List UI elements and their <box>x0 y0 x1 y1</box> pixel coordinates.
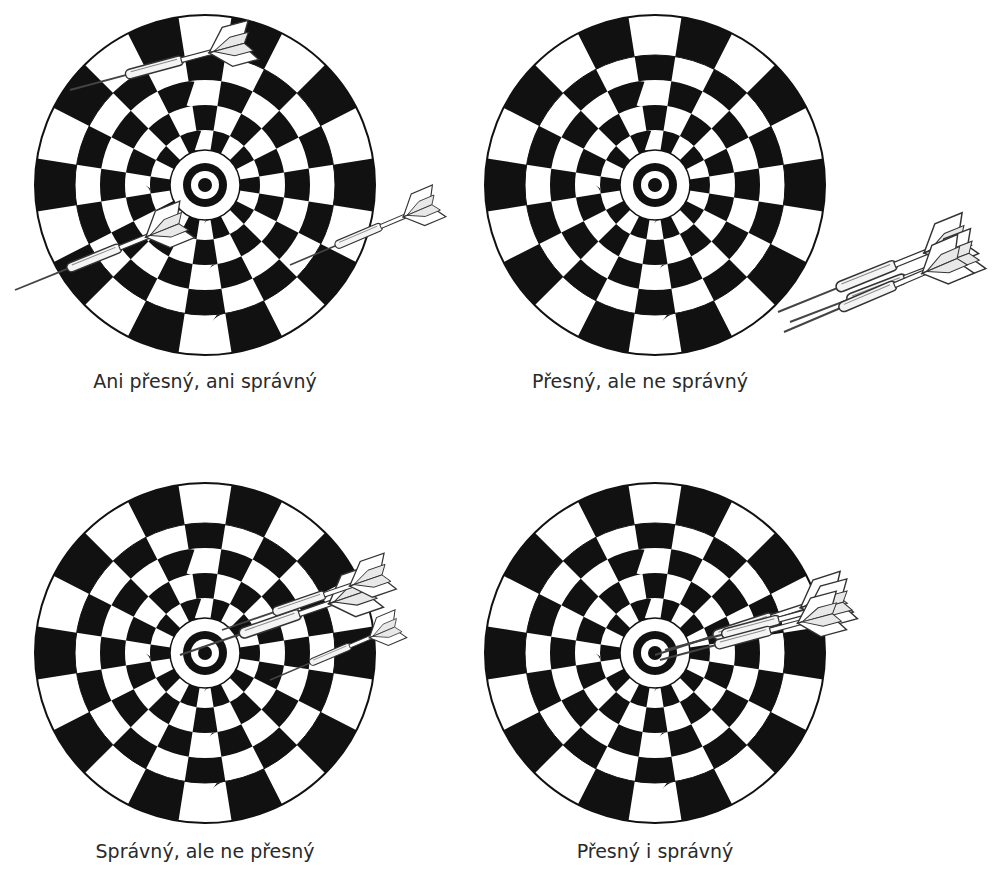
caption: Přesný, ale ne správný <box>532 370 748 392</box>
caption: Správný, ale ne přesný <box>96 840 315 862</box>
caption: Přesný i správný <box>577 840 734 862</box>
caption: Ani přesný, ani správný <box>93 370 317 392</box>
